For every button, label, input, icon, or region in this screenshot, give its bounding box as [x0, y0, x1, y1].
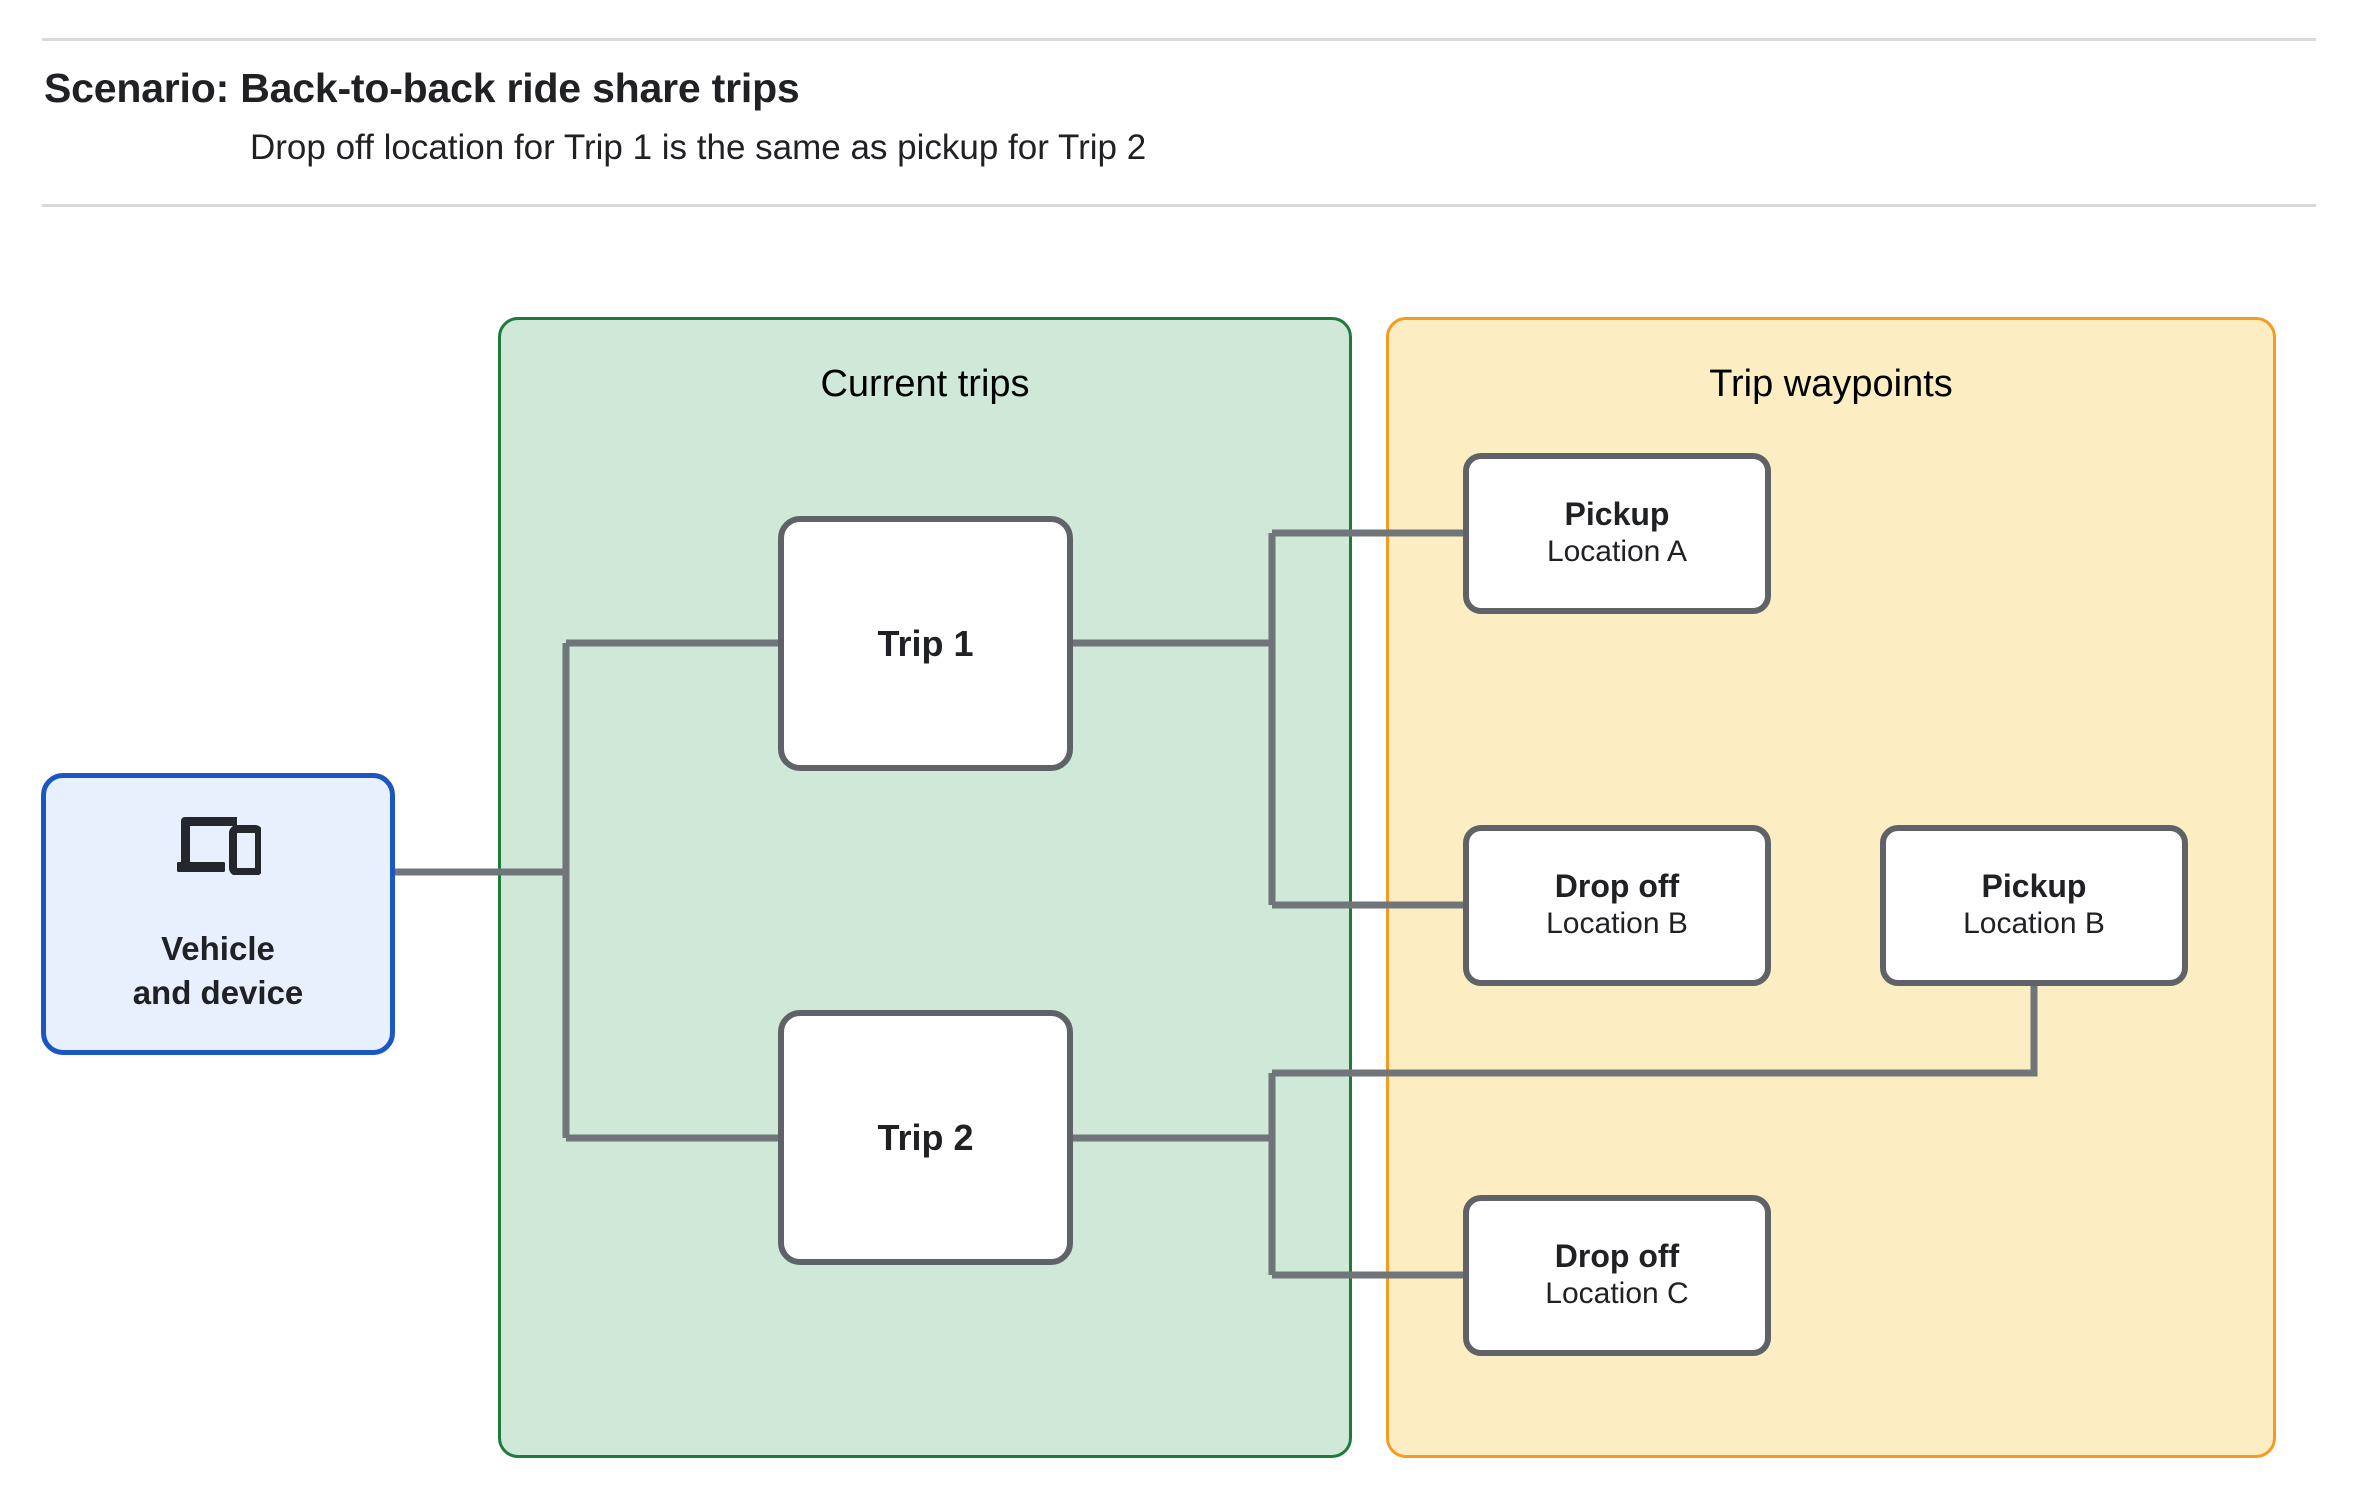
devices-icon [177, 817, 261, 876]
vehicle-label: Vehicle and device [132, 930, 304, 1011]
node-vehicle-and-device[interactable]: Vehicle and device [41, 773, 395, 1055]
node-waypoint-pickup-b[interactable]: Pickup Location B [1880, 825, 2188, 986]
group-current-trips: Current trips [498, 317, 1352, 1458]
node-trip-1[interactable]: Trip 1 [778, 516, 1073, 771]
page-header: Scenario: Back-to-back ride share trips … [0, 0, 2357, 208]
header-divider-bottom [42, 204, 2316, 207]
page-subtitle: Drop off location for Trip 1 is the same… [250, 128, 1147, 167]
waypoint-location: Location B [1963, 907, 2105, 941]
waypoint-location: Location B [1546, 907, 1688, 941]
trip-2-label: Trip 2 [877, 1116, 974, 1158]
group-current-trips-title: Current trips [820, 363, 1030, 405]
node-waypoint-dropoff-b[interactable]: Drop off Location B [1463, 825, 1771, 986]
waypoint-location: Location A [1546, 535, 1688, 569]
node-waypoint-dropoff-c[interactable]: Drop off Location C [1463, 1195, 1771, 1356]
page-title: Scenario: Back-to-back ride share trips [44, 65, 800, 111]
waypoint-kind: Drop off [1554, 868, 1680, 905]
waypoint-kind: Pickup [1564, 496, 1670, 533]
waypoint-kind: Pickup [1981, 868, 2087, 905]
waypoint-kind: Drop off [1554, 1238, 1680, 1275]
waypoint-location: Location C [1545, 1277, 1689, 1311]
group-trip-waypoints-title: Trip waypoints [1709, 363, 1953, 405]
header-divider-top [42, 38, 2316, 41]
node-trip-2[interactable]: Trip 2 [778, 1010, 1073, 1265]
node-waypoint-pickup-a[interactable]: Pickup Location A [1463, 453, 1771, 614]
trip-1-label: Trip 1 [877, 622, 974, 664]
